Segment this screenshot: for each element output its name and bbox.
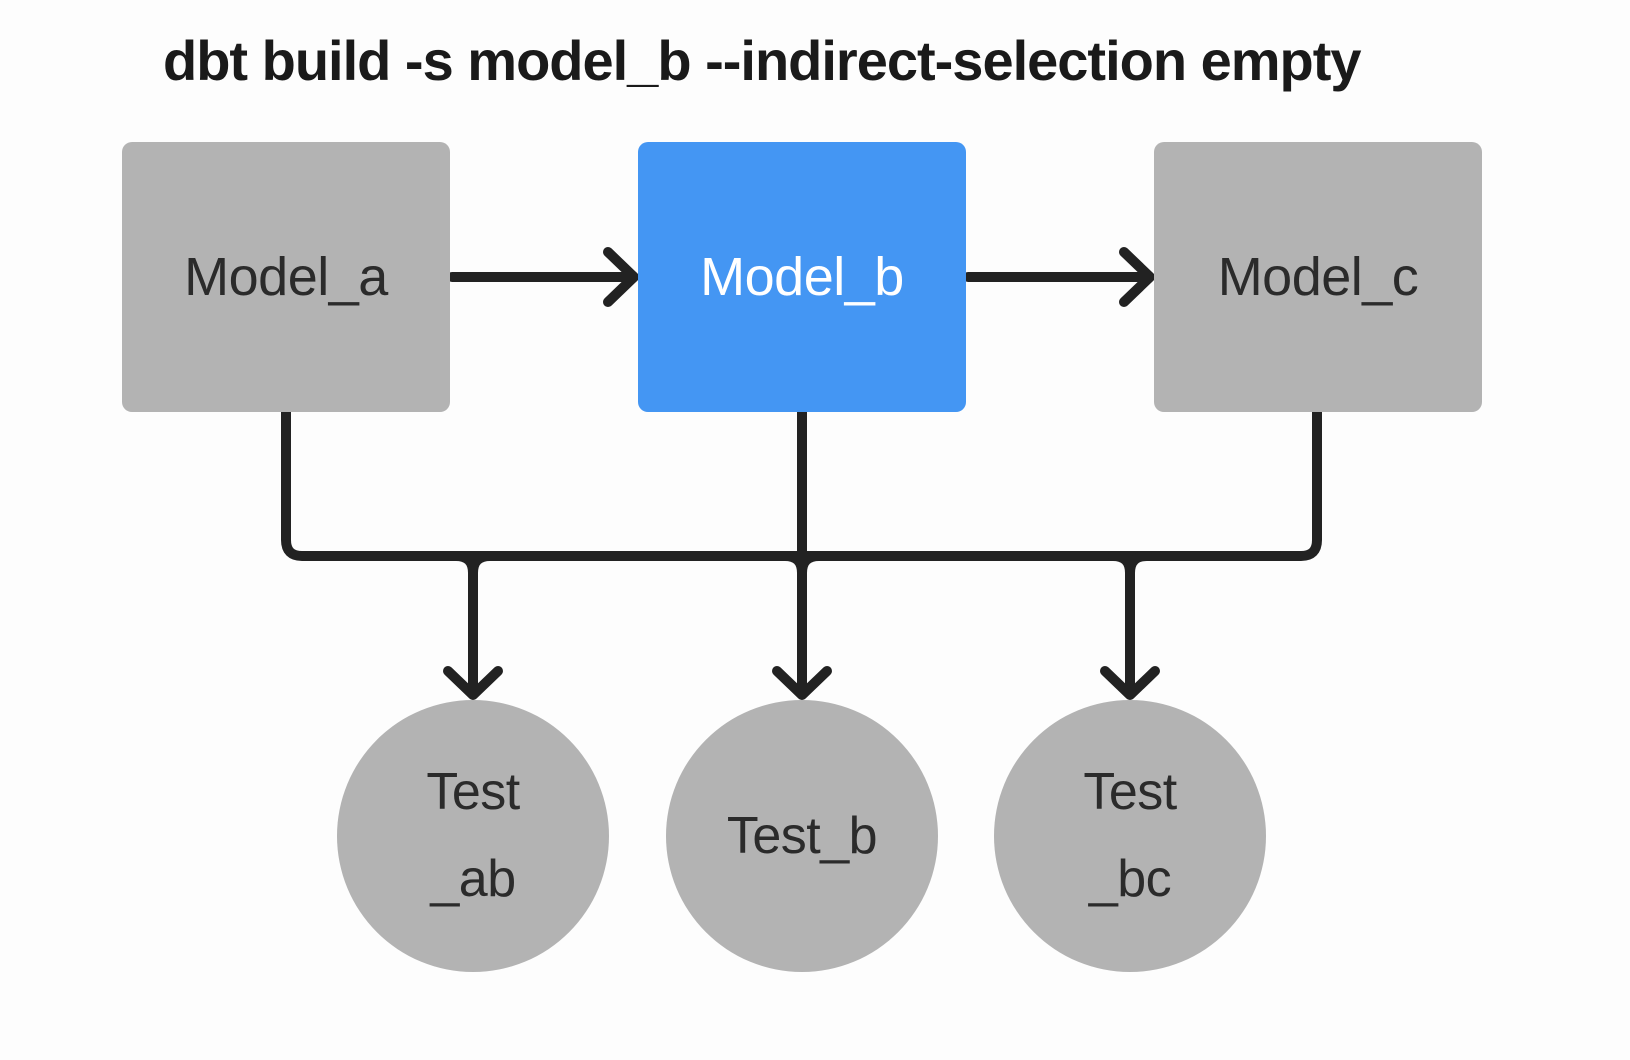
node-model-a: Model_a <box>122 142 450 412</box>
edge-model-b-to-model-c <box>963 247 1155 307</box>
edge-drop-test-ab <box>451 551 495 691</box>
node-test-ab-label-line2: _ab <box>430 850 516 908</box>
node-test-b-label: Test_b <box>726 806 878 865</box>
arrowhead-test-ab <box>443 666 503 700</box>
edge-drop-test-bc <box>1108 551 1152 691</box>
edge-bus-models-to-tests <box>281 403 1322 561</box>
node-test-bc-label-line1: Test <box>1083 763 1177 821</box>
node-model-c-label: Model_c <box>1217 247 1419 307</box>
node-test-ab-label-line1: Test <box>426 763 520 821</box>
node-model-b-label: Model_b <box>700 247 904 307</box>
edge-model-a-to-model-b <box>447 247 639 307</box>
node-model-c: Model_c <box>1154 142 1482 412</box>
node-test-b: Test_b <box>666 700 938 972</box>
node-test-bc: Test _bc <box>994 700 1266 972</box>
node-model-a-label: Model_a <box>184 247 388 307</box>
arrowhead-test-bc <box>1100 666 1160 700</box>
arrowhead-test-b <box>772 666 832 700</box>
node-model-b: Model_b <box>638 142 966 412</box>
diagram-title: dbt build -s model_b --indirect-selectio… <box>163 29 1362 92</box>
edge-drop-test-b <box>780 403 824 691</box>
node-test-bc-label-line2: _bc <box>1088 850 1172 908</box>
node-test-ab: Test _ab <box>337 700 609 972</box>
